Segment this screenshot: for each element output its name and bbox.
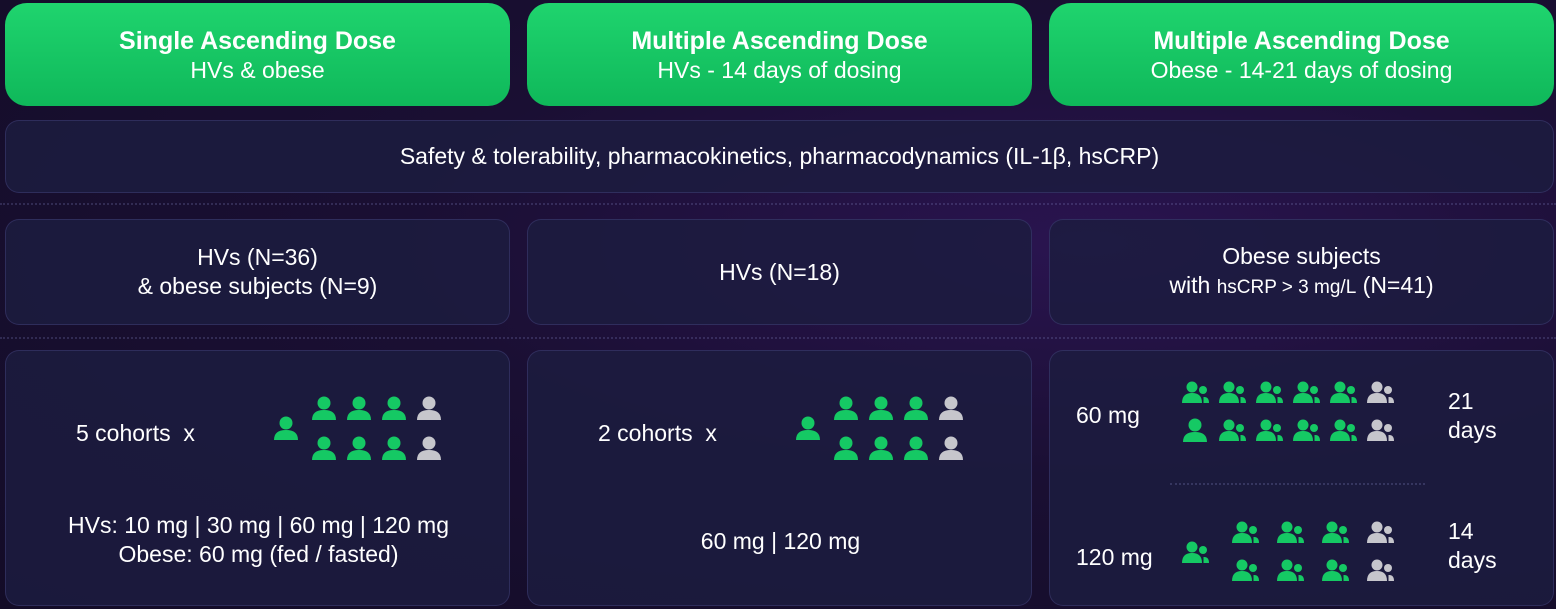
mad-obese-header: Multiple Ascending Dose Obese - 14-21 da… <box>1049 3 1554 106</box>
mad-obese-hscrp: hsCRP > 3 mg/L <box>1216 277 1357 298</box>
mad-hv-doses-text: 60 mg | 120 mg <box>700 528 861 554</box>
sad-population: HVs (N=36) & obese subjects (N=9) <box>5 219 510 325</box>
mad-obese-population-line1: Obese subjects <box>1222 243 1381 269</box>
mad-hv-participant-icons <box>796 396 963 460</box>
mad-obese-n: (N=41) <box>1356 272 1434 298</box>
group-icon <box>1322 521 1349 543</box>
placebo-group-icon <box>1367 559 1394 581</box>
participant-icon <box>312 436 336 460</box>
mad-obese-120mg-duration-unit: days <box>1448 547 1497 573</box>
sad-doses: HVs: 10 mg | 30 mg | 60 mg | 120 mg Obes… <box>6 511 511 569</box>
mad-obese-120mg-label: 120 mg <box>1076 544 1153 570</box>
sad-header: Single Ascending Dose HVs & obese <box>5 3 510 106</box>
mad-obese-120mg-icons <box>1182 521 1394 581</box>
group-icon <box>1219 419 1246 441</box>
placebo-group-icon <box>1367 419 1394 441</box>
participant-icon <box>347 436 371 460</box>
mad-hv-population-text: HVs (N=18) <box>719 258 840 285</box>
mad-obese-120mg-duration-value: 14 <box>1448 518 1474 544</box>
mad-obese-cohort-panel: 60 mg 21 days 120 mg 14 days <box>1049 350 1554 606</box>
participant-icon <box>1183 418 1207 442</box>
mad-hv-population: HVs (N=18) <box>527 219 1032 325</box>
sad-population-line1: HVs (N=36) <box>197 244 318 270</box>
placebo-icon <box>417 436 441 460</box>
mad-hv-header: Multiple Ascending Dose HVs - 14 days of… <box>527 3 1032 106</box>
group-icon <box>1256 381 1283 403</box>
group-icon <box>1256 419 1283 441</box>
participant-icon <box>869 436 893 460</box>
group-icon <box>1277 521 1304 543</box>
group-icon <box>1330 419 1357 441</box>
participant-icon <box>382 396 406 420</box>
row-divider-2 <box>0 337 1556 339</box>
mad-obese-60mg-label: 60 mg <box>1076 402 1140 428</box>
sad-doses-line2: Obese: 60 mg (fed / fasted) <box>118 541 399 567</box>
mad-obese-60mg-duration-value: 21 <box>1448 388 1474 414</box>
sad-cohorts-label: 5 cohorts x <box>76 420 195 446</box>
sad-doses-line1: HVs: 10 mg | 30 mg | 60 mg | 120 mg <box>68 512 449 538</box>
sad-population-line2: & obese subjects (N=9) <box>137 273 378 299</box>
group-icon <box>1322 559 1349 581</box>
mad-obese-population: Obese subjects with hsCRP > 3 mg/L (N=41… <box>1049 219 1554 325</box>
placebo-group-icon <box>1367 381 1394 403</box>
group-icon <box>1182 541 1209 563</box>
placebo-icon <box>939 396 963 420</box>
mad-obese-60mg-icons <box>1182 381 1394 442</box>
row-divider-1 <box>0 203 1556 205</box>
mad-obese-120mg-duration: 14 days <box>1448 517 1497 575</box>
endpoints-text: Safety & tolerability, pharmacokinetics,… <box>399 143 1160 169</box>
participant-icon <box>869 396 893 420</box>
participant-icon <box>834 396 858 420</box>
mad-obese-60mg-duration-unit: days <box>1448 417 1497 443</box>
mad-hv-cohorts-label: 2 cohorts x <box>598 420 717 446</box>
sad-cohort-panel: 5 cohorts x HVs: 10 mg | 30 mg | 60 mg |… <box>5 350 510 606</box>
mad-obese-prefix: with <box>1169 272 1217 298</box>
group-icon <box>1232 559 1259 581</box>
endpoints-bar: Safety & tolerability, pharmacokinetics,… <box>5 120 1554 193</box>
participant-icon <box>274 416 298 440</box>
group-icon <box>1277 559 1304 581</box>
participant-icon <box>904 436 928 460</box>
mad-hv-cohort-panel: 2 cohorts x 60 mg | 120 mg <box>527 350 1032 606</box>
group-icon <box>1293 419 1320 441</box>
group-icon <box>1293 381 1320 403</box>
sad-participant-icons <box>274 396 441 460</box>
mad-obese-header-title: Multiple Ascending Dose <box>1153 26 1450 55</box>
mad-obese-60mg-duration: 21 days <box>1448 387 1497 445</box>
mad-obese-population-line2: with hsCRP > 3 mg/L (N=41) <box>1169 271 1433 302</box>
participant-icon <box>382 436 406 460</box>
placebo-icon <box>939 436 963 460</box>
participant-icon <box>834 436 858 460</box>
participant-icon <box>904 396 928 420</box>
mad-obese-row-divider <box>1170 483 1425 485</box>
group-icon <box>1232 521 1259 543</box>
mad-obese-header-subtitle: Obese - 14-21 days of dosing <box>1150 56 1453 83</box>
participant-icon <box>312 396 336 420</box>
group-icon <box>1182 381 1209 403</box>
sad-header-title: Single Ascending Dose <box>119 26 396 55</box>
mad-hv-doses: 60 mg | 120 mg <box>528 527 1033 556</box>
group-icon <box>1330 381 1357 403</box>
participant-icon <box>796 416 820 440</box>
placebo-icon <box>417 396 441 420</box>
sad-header-subtitle: HVs & obese <box>190 56 325 83</box>
participant-icon <box>347 396 371 420</box>
placebo-group-icon <box>1367 521 1394 543</box>
mad-hv-header-subtitle: HVs - 14 days of dosing <box>657 56 902 83</box>
mad-hv-header-title: Multiple Ascending Dose <box>631 26 928 55</box>
group-icon <box>1219 381 1246 403</box>
